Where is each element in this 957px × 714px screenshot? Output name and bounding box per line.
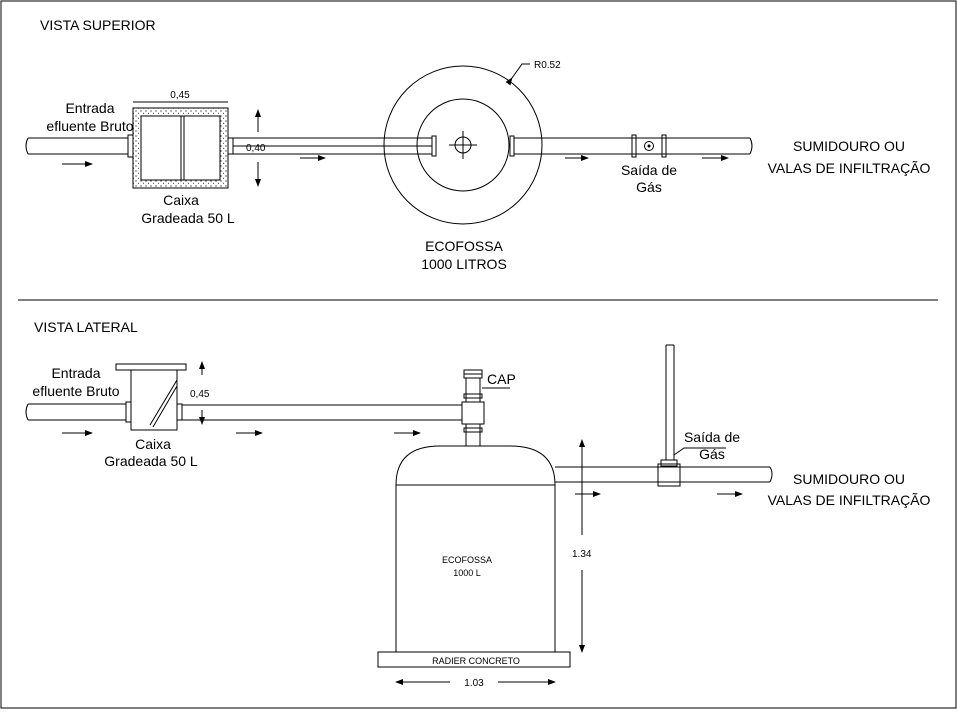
side-inlet-pipe (25, 401, 132, 423)
top-box-label-2: Gradeada 50 L (141, 210, 235, 226)
top-inlet-pipe (25, 134, 134, 158)
side-outlet-label-1: SUMIDOURO OU (793, 471, 905, 487)
top-screen-box (132, 107, 229, 189)
side-gas-label-1: Saída de (684, 429, 740, 445)
top-outlet-pipe (509, 134, 753, 158)
top-box-label-1: Caixa (163, 192, 199, 208)
top-radius-label: R0.52 (534, 60, 561, 71)
radius-leader (505, 63, 530, 86)
top-inlet-label-2: efluente Bruto (46, 118, 133, 134)
top-tank (383, 65, 543, 225)
side-base-label: RADIER CONCRETO (432, 656, 520, 666)
side-dim-height: 1.34 (572, 549, 592, 560)
side-outlet-pipe (555, 344, 773, 487)
gas-leader (673, 447, 726, 456)
top-outlet-label-1: SUMIDOURO OU (793, 138, 905, 154)
side-tank-label-2: 1000 L (453, 568, 481, 578)
side-dim-width: 1.03 (464, 678, 484, 689)
side-inlet-label-2: efluente Bruto (32, 383, 119, 399)
top-pipe-to-tank (227, 135, 437, 157)
top-inlet-label-1: Entrada (65, 100, 114, 116)
top-outlet-label-2: VALAS DE INFILTRAÇÃO (768, 160, 931, 176)
side-tank (377, 445, 571, 668)
top-gas-label-1: Saída de (621, 162, 677, 178)
side-view-title: VISTA LATERAL (34, 319, 138, 335)
side-gas-label-2: Gás (699, 446, 725, 462)
side-tee-fitting (461, 369, 485, 447)
top-dim-box-height: 0,40 (246, 143, 266, 154)
side-box-label-1: Caixa (135, 436, 171, 452)
top-tank-label-2: 1000 LITROS (421, 256, 507, 272)
side-outlet-label-2: VALAS DE INFILTRAÇÃO (768, 492, 931, 508)
side-screen-box (115, 363, 187, 431)
top-gas-label-2: Gás (636, 179, 662, 195)
side-dim-box-height: 0,45 (190, 389, 210, 400)
top-dim-box-width: 0,45 (170, 90, 190, 101)
side-box-label-2: Gradeada 50 L (104, 453, 198, 469)
side-inlet-label-1: Entrada (51, 365, 100, 381)
side-tank-label-1: ECOFOSSA (442, 555, 492, 565)
side-cap-label: CAP (487, 371, 516, 387)
top-view-title: VISTA SUPERIOR (40, 17, 156, 33)
top-tank-label-1: ECOFOSSA (425, 238, 503, 254)
side-pipe-to-tank (176, 403, 462, 421)
